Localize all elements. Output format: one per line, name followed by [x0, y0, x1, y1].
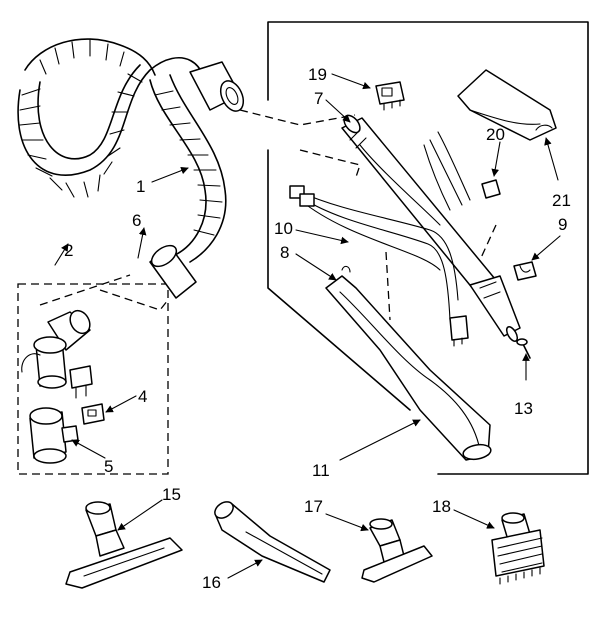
label-part-21: 21 [552, 191, 571, 210]
label-part-15: 15 [162, 485, 181, 504]
cover-21 [457, 69, 557, 141]
switch-19 [375, 81, 405, 111]
label-part-2: 2 [64, 241, 73, 260]
connector-line [299, 149, 361, 181]
label-part-8: 8 [280, 243, 289, 262]
hose [17, 38, 245, 299]
screw-13 [516, 338, 531, 359]
canister-cup [29, 407, 79, 464]
connector-line [99, 289, 169, 311]
wiring-harness [289, 131, 471, 347]
crevice-tool-16 [214, 501, 331, 583]
connector-line [39, 274, 131, 306]
connector-line [479, 224, 497, 261]
label-part-20: 20 [486, 125, 505, 144]
dusting-brush-18 [491, 512, 545, 585]
label-part-17: 17 [304, 497, 323, 516]
leader-lines [54, 73, 561, 579]
part-20 [481, 179, 501, 199]
connector-line [239, 109, 356, 126]
label-part-19: 19 [308, 65, 327, 84]
label-part-11: 11 [312, 461, 330, 480]
assembly-box-right [267, 21, 589, 475]
switch-part [81, 403, 105, 425]
label-part-4: 4 [138, 387, 147, 406]
upholstery-tool-17 [361, 518, 433, 583]
label-part-18: 18 [432, 497, 451, 516]
assembly-box-left [17, 283, 169, 475]
label-part-7: 7 [314, 89, 323, 108]
canister-motor [21, 309, 93, 399]
label-part-13: 13 [514, 399, 533, 418]
clip-9 [513, 261, 537, 281]
label-part-9: 9 [558, 215, 567, 234]
connector-line [385, 251, 391, 321]
label-part-6: 6 [132, 211, 141, 230]
floor-tool-15 [65, 501, 183, 589]
wand-lower [325, 265, 492, 461]
label-part-1: 1 [136, 177, 145, 196]
label-part-5: 5 [104, 457, 113, 476]
label-part-10: 10 [274, 219, 293, 238]
label-part-16: 16 [202, 573, 221, 592]
